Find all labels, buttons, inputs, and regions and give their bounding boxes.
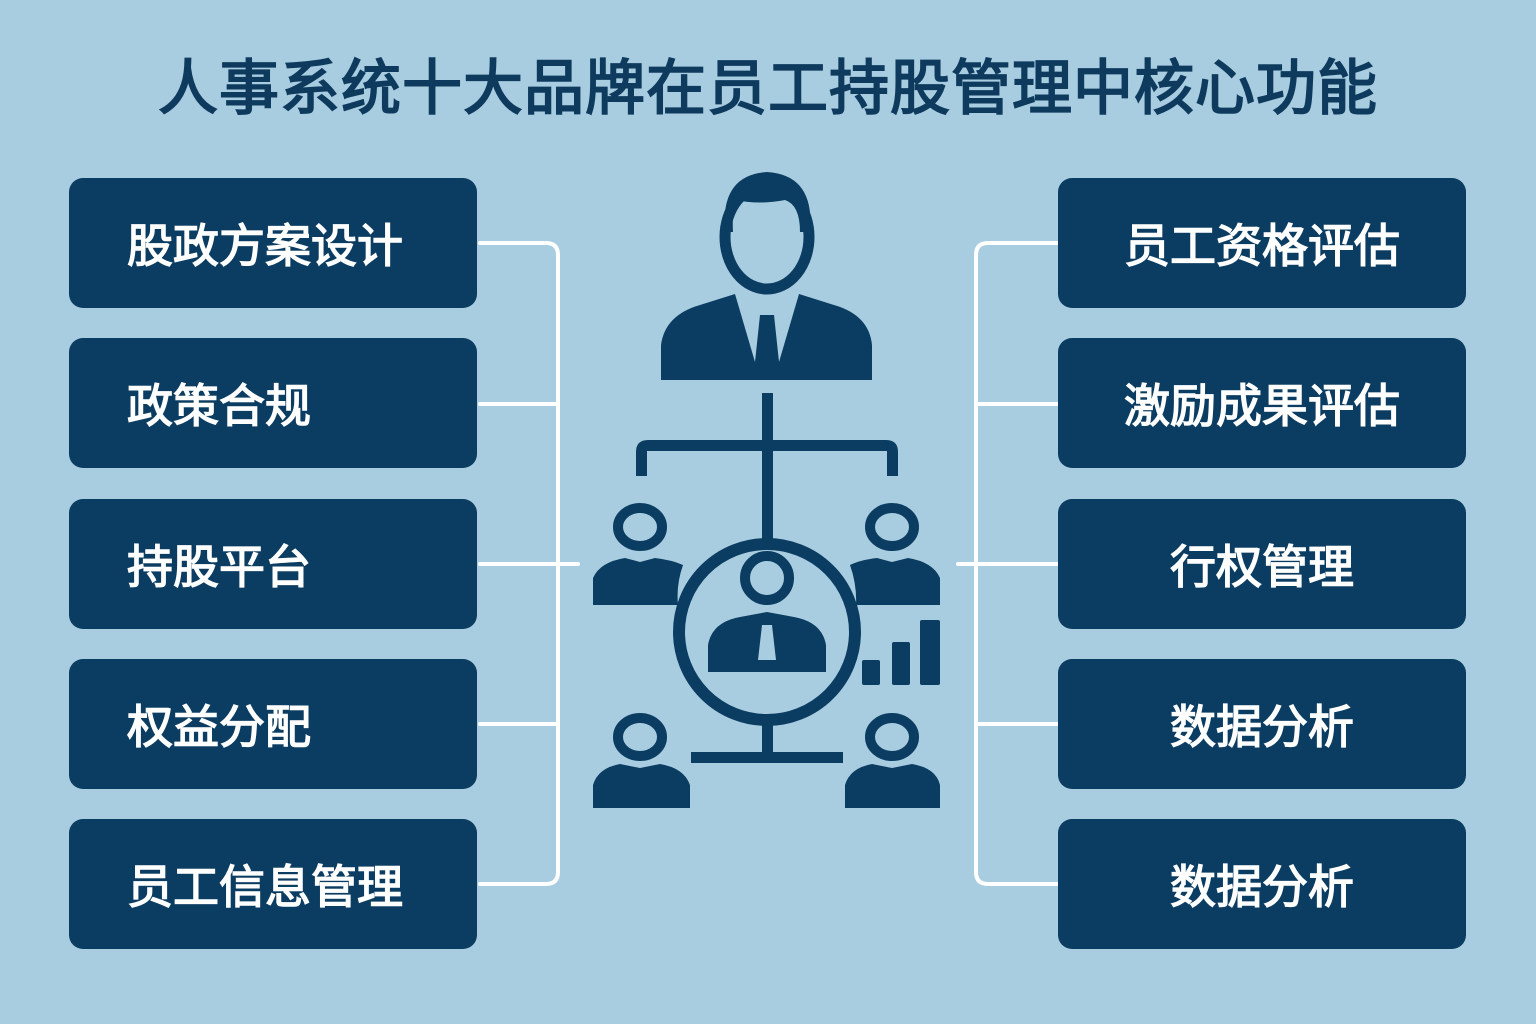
- person-icon-right: [850, 503, 940, 605]
- feature-box-left-4: 权益分配: [69, 659, 477, 789]
- employee-icon: [708, 551, 826, 672]
- feature-box-right-1: 员工资格评估: [1058, 178, 1466, 308]
- manager-icon: [661, 172, 872, 380]
- person-icon-left: [593, 503, 683, 605]
- feature-box-left-5: 员工信息管理: [69, 819, 477, 949]
- person-icon-bottom-left: [593, 713, 690, 808]
- org-hierarchy-icon: [593, 172, 940, 808]
- feature-box-right-3: 行权管理: [1058, 499, 1466, 629]
- feature-box-right-4: 数据分析: [1058, 659, 1466, 789]
- person-icon-bottom-right: [845, 713, 940, 808]
- feature-box-left-3: 持股平台: [69, 499, 477, 629]
- feature-box-left-1: 股政方案设计: [69, 178, 477, 308]
- page-title: 人事系统十大品牌在员工持股管理中核心功能: [158, 54, 1378, 124]
- bar-chart-icon: [862, 620, 940, 685]
- feature-box-right-2: 激励成果评估: [1058, 338, 1466, 468]
- feature-box-right-5: 数据分析: [1058, 819, 1466, 949]
- feature-box-left-2: 政策合规: [69, 338, 477, 468]
